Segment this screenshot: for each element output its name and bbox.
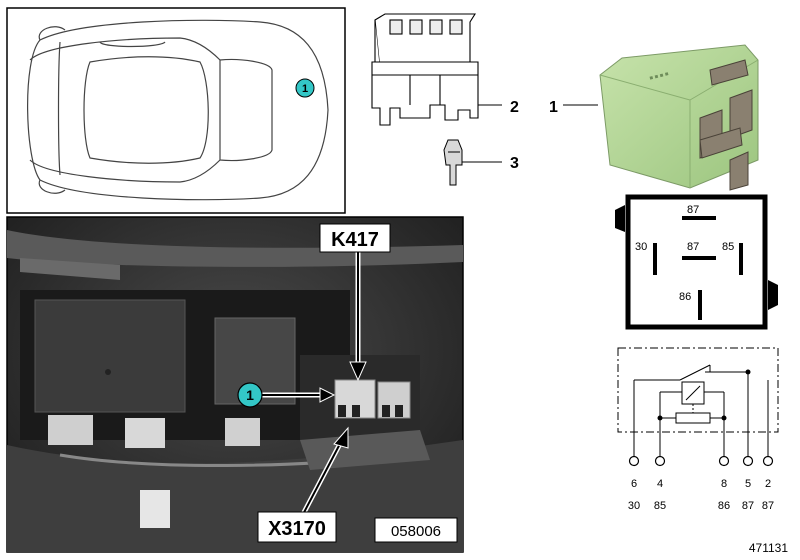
k417-label: K417 (319, 223, 391, 253)
photo-panel: K417 X3170 058006 1 (6, 216, 464, 553)
car-top-view-panel: 1 (6, 7, 346, 214)
relay-schematic (617, 347, 779, 456)
svg-text:■ ■ ■ ■: ■ ■ ■ ■ (649, 71, 670, 82)
terminal-label: 87 (742, 500, 754, 512)
car-outline (27, 19, 329, 201)
pin-number: 2 (765, 478, 771, 490)
marker-arrow (260, 387, 336, 403)
callout-2: 2 (510, 99, 519, 116)
pin-86: 86 (679, 291, 691, 303)
terminal-label: 30 (628, 500, 640, 512)
schematic-pin-numbers: 6 4 8 5 2 (631, 478, 771, 490)
relay-component: ■ ■ ■ ■ (599, 44, 759, 191)
pin-number: 4 (657, 478, 663, 490)
terminal-pin (443, 139, 463, 186)
x3170-label: X3170 (257, 511, 337, 543)
connector-housing (371, 13, 479, 126)
terminal-label: 85 (654, 500, 666, 512)
pin-number: 5 (745, 478, 751, 490)
pin-87-top: 87 (687, 204, 699, 216)
photo-marker-number: 1 (246, 387, 254, 403)
schematic-nodes (657, 369, 751, 421)
schematic-terminals (628, 455, 774, 467)
pin-number: 6 (631, 478, 637, 490)
terminal-label: 86 (718, 500, 730, 512)
pin-number: 8 (721, 478, 727, 490)
photo-code-box: 058006 (374, 517, 458, 543)
pin-30: 30 (635, 241, 647, 253)
x3170-arrow (297, 426, 349, 522)
x3170-text: X3170 (268, 518, 326, 540)
callout-3: 3 (510, 155, 519, 172)
terminal-label: 87 (762, 500, 774, 512)
pin-87-center: 87 (687, 241, 699, 253)
car-marker-number: 1 (302, 83, 308, 95)
car-marker: 1 (295, 78, 315, 98)
schematic-terminal-labels: 30 85 86 87 87 (628, 500, 774, 512)
photo-marker: 1 (237, 382, 263, 408)
pin-85: 85 (722, 241, 734, 253)
photo-relay-sockets (334, 379, 411, 419)
photo-code: 058006 (391, 523, 441, 540)
callout-1: 1 (549, 99, 558, 116)
k417-text: K417 (331, 229, 379, 251)
relay-pinout-box: 87 30 87 85 86 (615, 194, 778, 330)
diagram-id: 471131 (749, 541, 788, 555)
